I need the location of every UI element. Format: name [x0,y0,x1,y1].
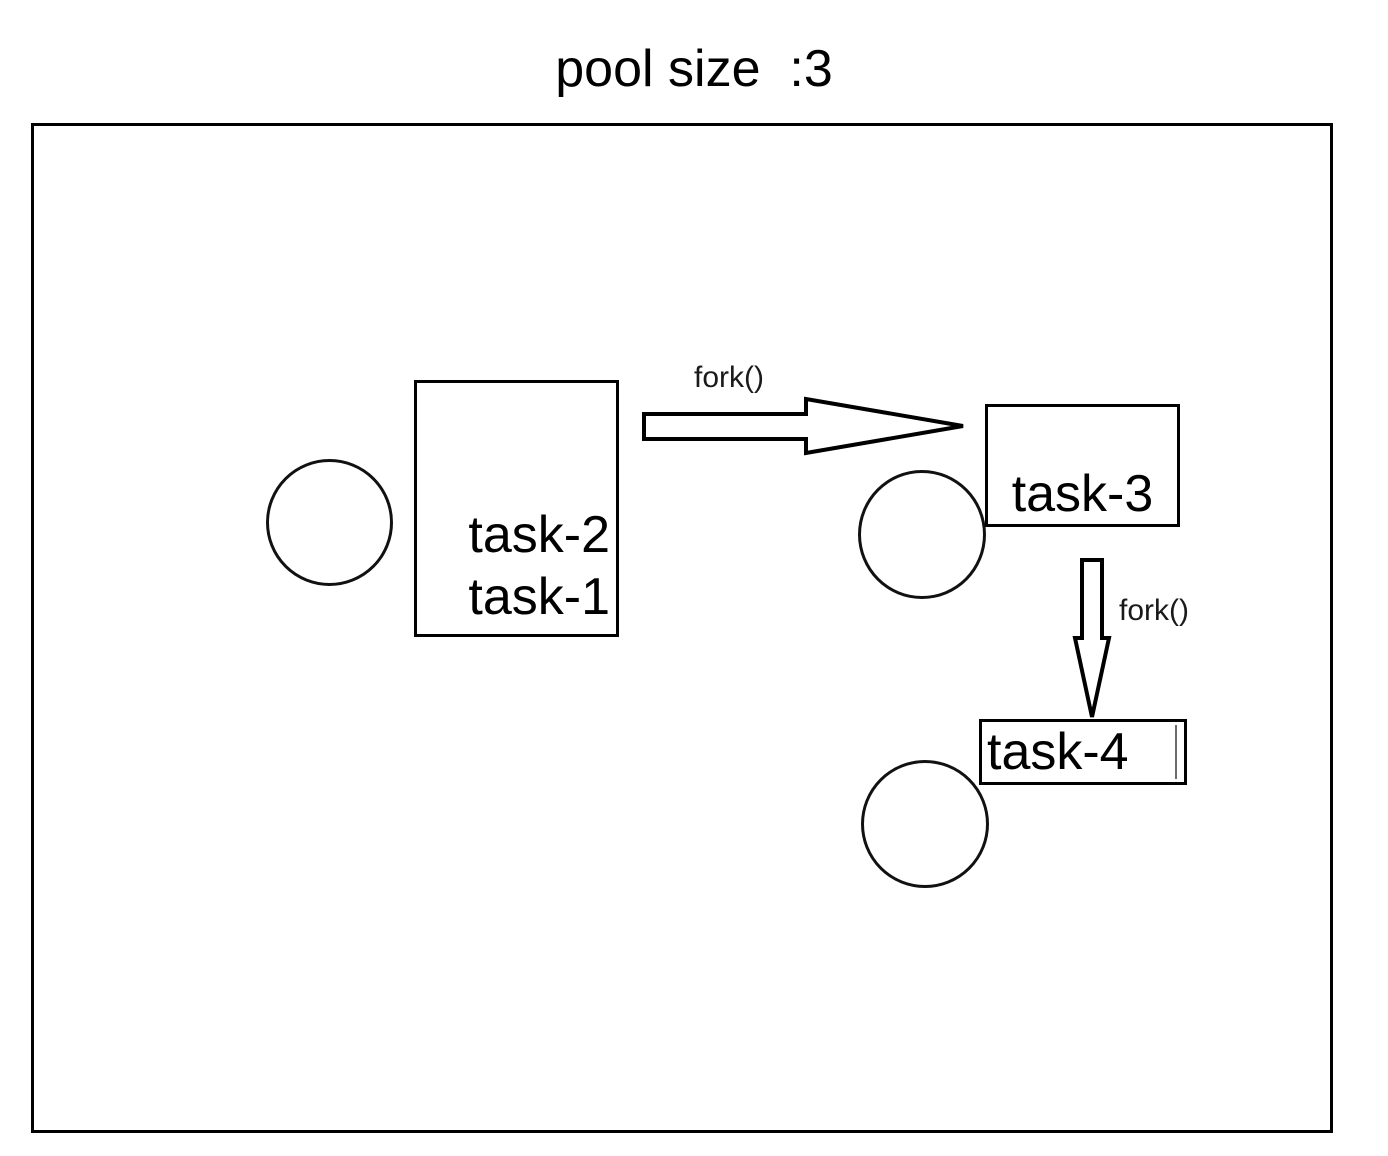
fork-arrow-right-icon [642,396,964,456]
task-box-inner-rule [1175,725,1177,779]
task-label-task-2: task-2 [468,506,610,564]
task-label-task-3: task-3 [1011,465,1154,523]
worker-circle-1 [266,459,393,586]
worker-circle-2 [858,470,986,599]
task-label-task-1: task-1 [468,568,610,626]
task-box-task-3: task-3 [985,404,1180,527]
worker-circle-3 [861,760,989,888]
thread-pool-frame: task-2 task-1 task-3 task-4 fork() fork(… [31,123,1333,1133]
fork-arrow-down-label: fork() [1119,594,1189,627]
task-label-task-4: task-4 [987,723,1129,781]
fork-arrow-right-label: fork() [694,361,764,394]
page-title: pool size :3 [555,40,833,98]
task-box-task-4: task-4 [979,719,1187,785]
fork-arrow-down-icon [1072,558,1112,718]
task-queue-box: task-2 task-1 [414,380,619,637]
